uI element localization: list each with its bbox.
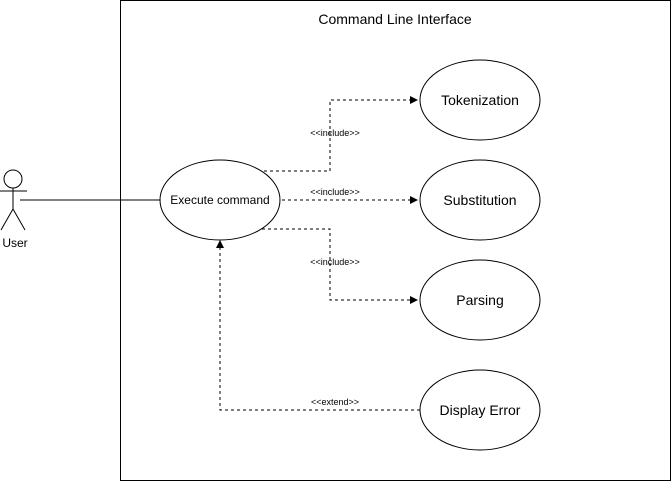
include-parsing-label: <<include>>: [310, 257, 360, 267]
include-substitution-label: <<include>>: [310, 187, 360, 197]
use-case-execute-command[interactable]: Execute command: [159, 159, 281, 241]
use-case-display-error-label: Display Error: [440, 402, 521, 418]
include-parsing-connector: <<include>>: [262, 228, 418, 304]
extend-display-error-connector: <<extend>>: [216, 240, 420, 411]
include-substitution-connector: <<include>>: [282, 187, 418, 204]
use-case-tokenization[interactable]: Tokenization: [419, 59, 541, 141]
extend-display-error-label: <<extend>>: [311, 397, 359, 407]
include-tokenization-label: <<include>>: [310, 128, 360, 138]
use-case-execute-command-label: Execute command: [170, 193, 269, 207]
system-boundary-title: Command Line Interface: [318, 11, 472, 27]
actor-label: User: [2, 236, 27, 250]
actor-left-leg: [0, 208, 14, 231]
use-case-parsing[interactable]: Parsing: [419, 259, 541, 341]
actor-user[interactable]: User: [0, 169, 28, 250]
use-case-substitution-label: Substitution: [443, 192, 516, 208]
include-tokenization-connector: <<include>>: [258, 96, 418, 172]
actor-head: [3, 169, 23, 189]
use-case-substitution[interactable]: Substitution: [419, 159, 541, 241]
use-case-parsing-label: Parsing: [456, 292, 503, 308]
use-case-tokenization-label: Tokenization: [441, 92, 519, 108]
actor-right-leg: [12, 208, 26, 231]
use-case-display-error[interactable]: Display Error: [419, 369, 541, 451]
system-boundary: Command Line Interface: [120, 0, 671, 481]
